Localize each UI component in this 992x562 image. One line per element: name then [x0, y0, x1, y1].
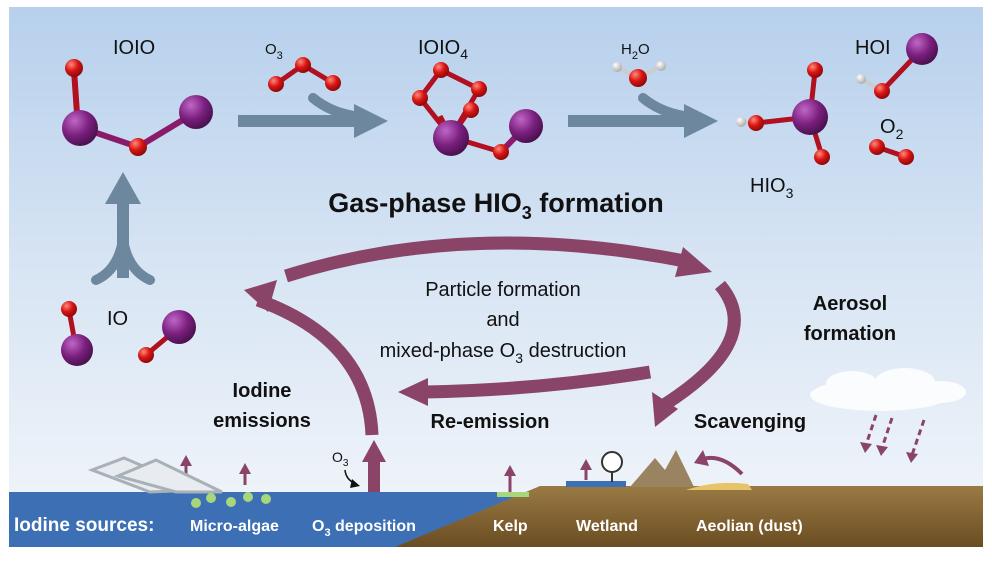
- label-iodine-1: Iodine: [233, 380, 292, 402]
- label-h2o: H2O: [621, 41, 650, 62]
- label-hio3: HIO3: [750, 175, 794, 201]
- io-molecule-left: [61, 301, 93, 366]
- land: [395, 486, 983, 547]
- title-gas-phase: Gas-phase HIO3 formation: [328, 188, 664, 223]
- hio3-molecule: [736, 62, 830, 165]
- label-o2: O2: [880, 116, 904, 142]
- cycle-arrows: [244, 236, 741, 492]
- kelp-patch: [497, 492, 529, 497]
- cloud: [810, 368, 966, 411]
- reaction-arrow-1: [238, 93, 388, 138]
- tree-icon: [601, 451, 623, 482]
- io-molecule-right: [138, 310, 196, 363]
- cycle-line-2: and: [486, 309, 519, 331]
- label-ioio4: IOIO4: [418, 37, 468, 62]
- sources-heading: Iodine sources:: [14, 515, 154, 536]
- label-reemission: Re-emission: [431, 411, 550, 433]
- label-io: IO: [107, 308, 128, 330]
- source-o3-deposition: O3 deposition: [312, 518, 416, 539]
- hoi-molecule: [856, 33, 938, 99]
- reaction-arrow-2: [568, 93, 718, 138]
- label-aerosol-1: Aerosol: [813, 293, 887, 315]
- o2-molecule: [869, 139, 914, 165]
- label-aerosol-2: formation: [804, 323, 896, 345]
- dust-pile: [686, 482, 752, 490]
- label-o3: O3: [265, 41, 283, 62]
- label-hoi: HOI: [855, 37, 891, 59]
- mountains: [630, 450, 694, 487]
- source-wetland: Wetland: [576, 518, 638, 535]
- label-iodine-2: emissions: [213, 410, 311, 432]
- cycle-line-3: mixed-phase O3 destruction: [380, 340, 627, 366]
- source-kelp: Kelp: [493, 518, 528, 535]
- label-scavenging: Scavenging: [694, 411, 806, 433]
- ioio-molecule: [62, 59, 213, 156]
- wetland-water: [566, 481, 626, 487]
- label-o3-small: O3: [332, 449, 349, 469]
- micro-algae-dots: [191, 492, 271, 508]
- reaction-arrow-up: [91, 172, 155, 285]
- o3-molecule: [268, 57, 341, 92]
- label-ioio: IOIO: [113, 37, 155, 59]
- rain-arrows: [860, 414, 926, 463]
- ioio4-molecule: [412, 62, 543, 160]
- h2o-molecule: [612, 61, 666, 87]
- cycle-line-1: Particle formation: [425, 279, 581, 301]
- ice-blocks: [87, 456, 223, 494]
- emission-arrows-small: [180, 450, 744, 492]
- source-aeolian: Aeolian (dust): [696, 518, 803, 535]
- source-micro-algae: Micro-algae: [190, 518, 279, 535]
- o3-deposition-arrowhead-icon: [350, 479, 360, 488]
